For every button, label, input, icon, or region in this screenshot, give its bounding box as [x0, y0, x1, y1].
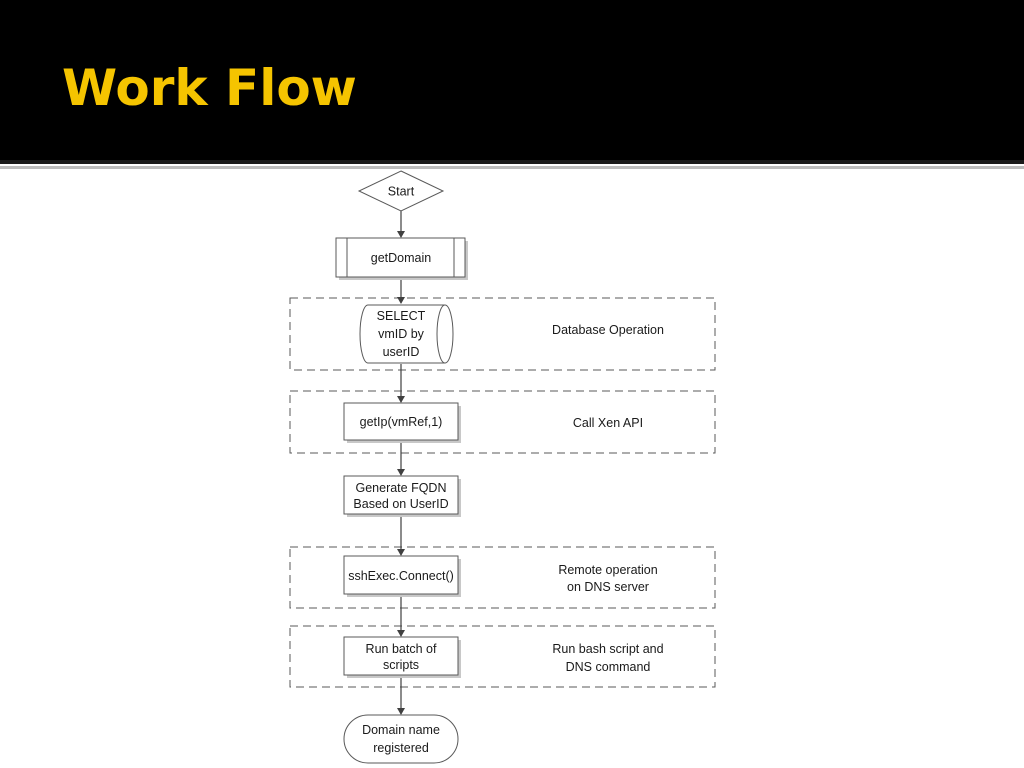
ssh-label: sshExec.Connect() [348, 569, 454, 583]
group-call-xen-api [289, 390, 716, 454]
database-operation-label: Database Operation [552, 323, 664, 337]
call-xen-api-label: Call Xen API [573, 416, 643, 430]
title-bar [0, 0, 1024, 160]
getip-node [343, 402, 459, 441]
fqdn-node [343, 475, 459, 515]
remote-operation-label-line2: on DNS server [567, 580, 649, 594]
group-run-bash [289, 625, 716, 688]
divider-light [0, 166, 1024, 169]
runbatch-label-line2: scripts [383, 658, 419, 672]
select-label-line3: userID [383, 345, 420, 359]
start-node [357, 170, 445, 212]
runbatch-node [343, 636, 459, 676]
divider-dark [0, 160, 1024, 164]
select-node-edge [436, 304, 446, 364]
group-database-operation [289, 297, 716, 371]
ssh-node [343, 555, 459, 595]
fqdn-label-line1: Generate FQDN [355, 481, 446, 495]
bash-label-line1: Run bash script and [552, 642, 663, 656]
bash-label-line2: DNS command [566, 660, 651, 674]
group-remote-operation [289, 546, 716, 609]
getdomain-node [335, 237, 466, 278]
slide-title: Work Flow [62, 59, 357, 117]
end-node [343, 714, 459, 764]
select-label-line1: SELECT [377, 309, 426, 323]
remote-operation-label-line1: Remote operation [558, 563, 657, 577]
getdomain-label: getDomain [371, 251, 431, 265]
getip-label: getIp(vmRef,1) [360, 415, 443, 429]
end-label-line1: Domain name [362, 723, 440, 737]
select-label-line2: vmID by [378, 327, 425, 341]
end-label-line2: registered [373, 741, 429, 755]
start-label: Start [388, 185, 415, 199]
fqdn-label-line2: Based on UserID [353, 497, 448, 511]
runbatch-label-line1: Run batch of [366, 642, 437, 656]
